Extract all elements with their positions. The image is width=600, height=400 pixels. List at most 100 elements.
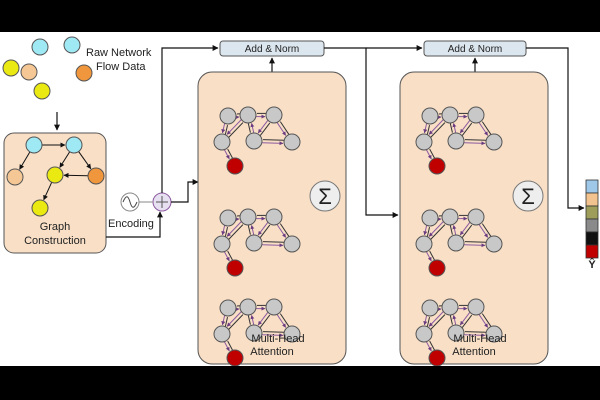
mha1-head-1-edge-8b bbox=[224, 125, 229, 135]
mha2-head-3-node-n1 bbox=[421, 299, 439, 317]
mha1-head-3-edge-3b bbox=[259, 314, 271, 328]
mha2-head-2-edge-7a bbox=[425, 251, 432, 262]
sum-2-icon bbox=[512, 180, 544, 212]
mha2-head-1-edge-7b bbox=[429, 148, 436, 159]
mha1-head-2-edge-7a bbox=[223, 251, 230, 262]
mha2-head-1-node-n4 bbox=[415, 133, 433, 151]
mha2-head-1-edge-5b bbox=[465, 139, 487, 141]
mha2-head-3-node-n5 bbox=[447, 324, 465, 342]
mha2-head-2-edge-4a bbox=[478, 224, 489, 238]
mha1-head-1 bbox=[213, 106, 301, 175]
mha1-head-3-edge-4b bbox=[279, 313, 290, 327]
mha2-head-2-edge-8b bbox=[426, 227, 431, 237]
mha2-head-1-edge-6b bbox=[449, 123, 453, 133]
mha2-head-3-edge-6a bbox=[452, 315, 457, 325]
mha2-head-3-edge-1a bbox=[428, 311, 444, 327]
graph-construction-graph bbox=[6, 136, 105, 217]
arrow-into-attention-1 bbox=[171, 179, 199, 203]
mha2-head-2-edge-7b bbox=[429, 250, 436, 261]
mha1-head-3-edge-3a bbox=[257, 312, 269, 326]
mha1-head-2-node-n7 bbox=[226, 259, 244, 277]
mha1-head-2 bbox=[213, 208, 301, 277]
add-norm-2-label: Add & Norm bbox=[448, 44, 502, 55]
mha1-head-1-node-n1 bbox=[219, 107, 237, 125]
graph-edge-5 bbox=[43, 182, 53, 201]
encoding-label: Encoding bbox=[108, 218, 154, 230]
mha2-head-1-edge-5a bbox=[463, 141, 486, 146]
mha1-head-3-edge-1b bbox=[228, 314, 244, 330]
mha2-head-3-node-n4 bbox=[415, 325, 433, 343]
attention-heads-2 bbox=[415, 106, 503, 366]
mha2-head-2-node-n2 bbox=[441, 208, 459, 226]
mha1-head-1-node-n6 bbox=[283, 133, 301, 151]
mha2-head-3-node-n3 bbox=[467, 298, 485, 316]
mha2-head-2-edge-3a bbox=[459, 222, 471, 236]
mha2-head-2-node-n6 bbox=[485, 235, 503, 253]
mha1-head-1-edge-1a bbox=[226, 119, 242, 135]
mha1-head-1-node-n4 bbox=[213, 133, 231, 151]
mha1-head-2-edge-8b bbox=[224, 227, 229, 237]
mha1-head-2-edge-7b bbox=[227, 250, 234, 261]
graph-node-c bbox=[6, 168, 24, 186]
sum-1-icon bbox=[309, 180, 341, 212]
mha1-head-3-node-n2 bbox=[239, 298, 257, 316]
raw-flow-label-line1: Raw Network bbox=[86, 47, 152, 59]
mha2-head-2-edge-4b bbox=[481, 223, 492, 237]
output-cell-4 bbox=[585, 218, 599, 233]
mha1-head-2-edge-5b bbox=[263, 241, 285, 243]
mha-2-label-line1: Multi-Head bbox=[453, 333, 506, 345]
mha1-head-1-edge-5a bbox=[261, 141, 284, 146]
mha1-head-2-edge-1a bbox=[226, 221, 242, 237]
arrow-graph-to-encoding bbox=[106, 211, 163, 238]
mha1-head-1-node-n7 bbox=[226, 157, 244, 175]
mha1-head-1-edge-4b bbox=[279, 121, 290, 135]
mha1-head-3-node-n6 bbox=[283, 325, 301, 343]
mha2-head-1-edge-1a bbox=[428, 119, 444, 135]
mha1-head-3-edge-6a bbox=[250, 315, 255, 325]
output-label: Ŷ bbox=[588, 258, 596, 271]
residual-arrow-1 bbox=[161, 45, 219, 193]
mha2-head-2-edge-8a bbox=[423, 225, 428, 236]
mha1-head-1-edge-4a bbox=[276, 122, 287, 136]
mha1-head-1-edge-6a bbox=[250, 123, 255, 133]
mha1-head-3-edge-8a bbox=[221, 315, 226, 326]
graph-node-a bbox=[25, 136, 43, 154]
mha2-head-3-node-n2 bbox=[441, 298, 459, 316]
architecture-diagram: Raw Network Flow Data Graph Construction… bbox=[0, 32, 600, 366]
mha2-head-3-node-n7 bbox=[428, 349, 446, 366]
mha1-head-2-edge-3a bbox=[257, 222, 269, 236]
mha2-head-1-node-n3 bbox=[467, 106, 485, 124]
arrow-block1-to-block2 bbox=[324, 47, 399, 218]
mha2-head-2-node-n1 bbox=[421, 209, 439, 227]
mha2-head-1-edge-3a bbox=[459, 120, 471, 134]
graph-node-b bbox=[65, 136, 83, 154]
mha2-head-3-edge-1b bbox=[430, 314, 446, 330]
mha2-head-2-edge-6b bbox=[449, 225, 453, 235]
mha1-head-1-edge-7a bbox=[223, 149, 230, 160]
mha1-head-1-edge-5b bbox=[263, 139, 285, 141]
mha1-head-2-node-n5 bbox=[245, 234, 263, 252]
mha2-head-2-node-n3 bbox=[467, 208, 485, 226]
mha1-head-3-edge-7a bbox=[223, 341, 230, 352]
mha2-head-2-edge-1b bbox=[430, 224, 446, 240]
mha1-head-2-edge-4a bbox=[276, 224, 287, 238]
mha2-head-2-edge-5b bbox=[465, 241, 487, 243]
raw-node-orange bbox=[75, 64, 93, 82]
mha2-head-2 bbox=[415, 208, 503, 277]
sum-2-symbol: Σ bbox=[521, 184, 535, 209]
mha2-head-1-edge-4a bbox=[478, 122, 489, 136]
mha-1-label-line1: Multi-Head bbox=[251, 333, 304, 345]
mha1-head-3-edge-4a bbox=[276, 314, 287, 328]
mha2-head-2-edge-3b bbox=[461, 224, 473, 238]
graph-node-f bbox=[31, 199, 49, 217]
mha1-head-3-edge-1a bbox=[226, 311, 242, 327]
mha1-head-1-node-n5 bbox=[245, 132, 263, 150]
mha2-head-3-edge-3a bbox=[459, 312, 471, 326]
mha-2-label-line2: Attention bbox=[452, 346, 495, 358]
graph-node-d bbox=[46, 166, 64, 184]
mha2-head-1-node-n5 bbox=[447, 132, 465, 150]
raw-flow-label-line2: Flow Data bbox=[96, 61, 146, 73]
mha1-head-3-node-n1 bbox=[219, 299, 237, 317]
arrow-to-output bbox=[526, 47, 585, 211]
graph-construction-label-line1: Graph bbox=[40, 221, 71, 233]
